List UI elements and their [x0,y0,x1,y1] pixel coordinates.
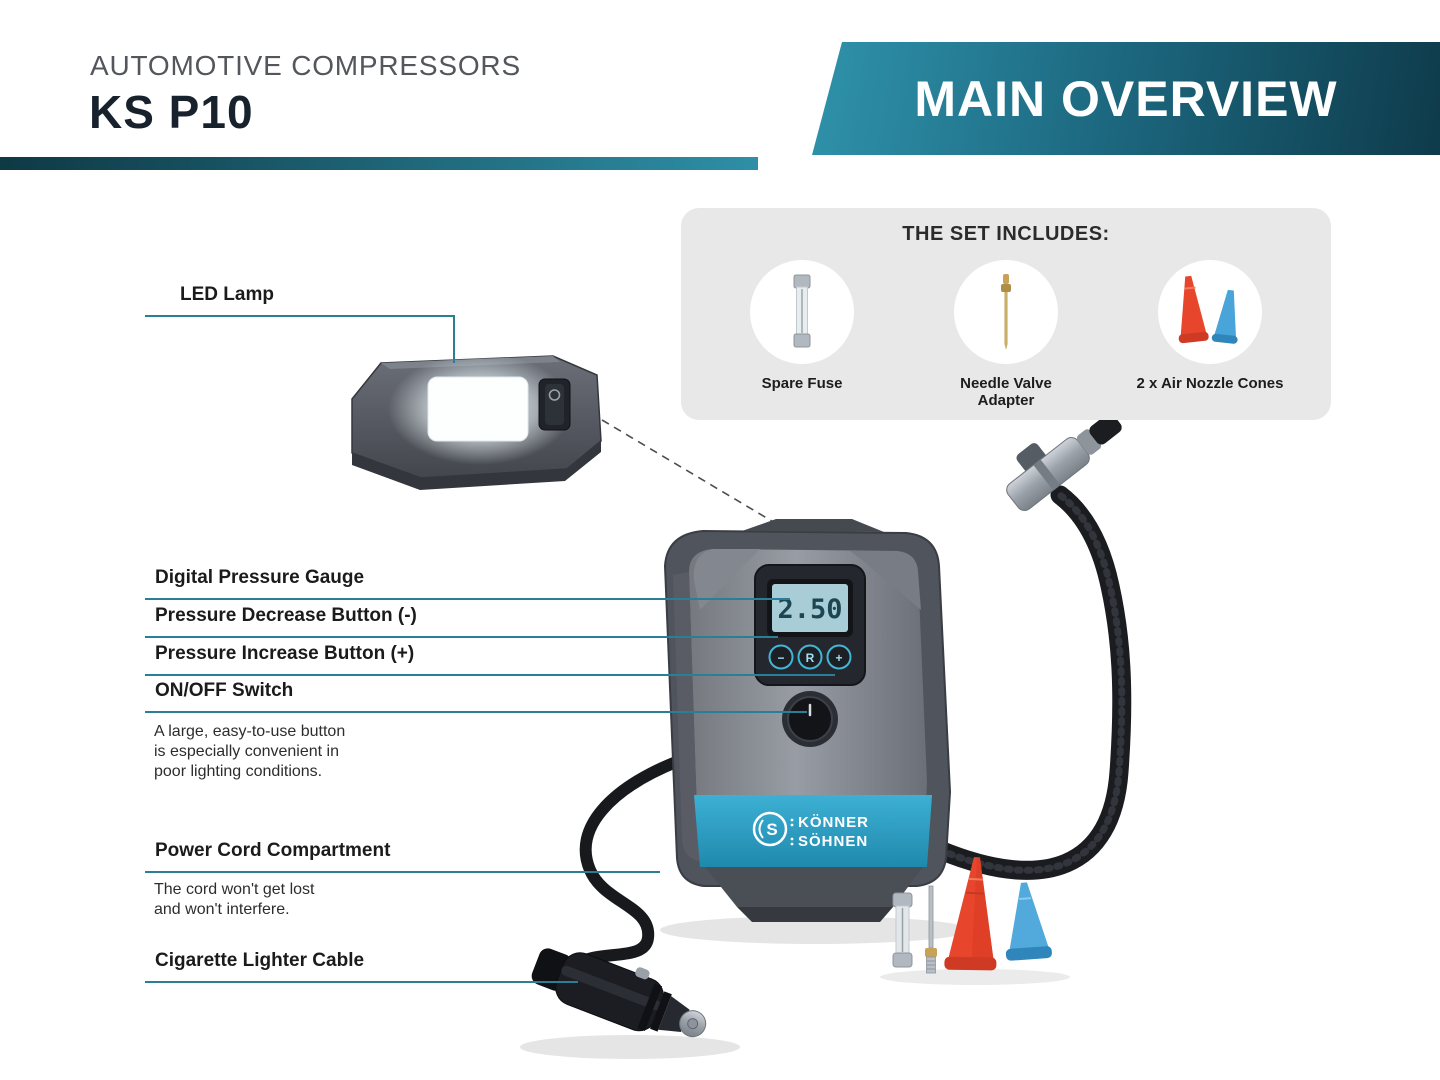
svg-text:R: R [806,651,815,665]
needle-valve-circle [954,260,1058,364]
led-panel [427,376,529,442]
callout-pressure-increase: Pressure Increase Button (+) [145,643,835,676]
callout-pressure-decrease-label: Pressure Decrease Button (-) [155,605,417,626]
svg-text:+: + [835,651,842,665]
lamp-location-dashed-line [601,419,798,537]
set-includes-title: THE SET INCLUDES: [902,223,1110,245]
pressure-decrease-button: − [768,644,794,670]
callout-power-cord-label: Power Cord Compartment [155,840,391,861]
on-off-switch-description: A large, easy-to-use button is especiall… [154,723,346,781]
blue-cone-illustration [1005,882,1052,961]
plug-shadow [520,1035,740,1059]
set-item-label: 2 x Air Nozzle Cones [1136,375,1284,392]
banner-title: MAIN OVERVIEW [914,70,1338,127]
power-cord-description: The cord won't get lost and won't interf… [154,881,315,919]
pressure-gauge-console: 2.50 − R + [754,564,866,686]
category-title: AUTOMOTIVE COMPRESSORS [90,50,521,81]
callout-led-lamp: LED Lamp [145,284,455,317]
header-divider-bar [0,157,758,170]
on-off-button [782,691,838,747]
set-item-spare-fuse: Spare Fuse [713,260,891,410]
cigarette-plug-illustration [531,948,707,1038]
page-title: KS P10 [89,86,254,138]
callout-on-off-switch-label: ON/OFF Switch [155,680,294,701]
nozzle-cones-circle [1158,260,1262,364]
callout-cigarette-lighter: Cigarette Lighter Cable [145,950,578,983]
callout-pressure-decrease: Pressure Decrease Button (-) [145,605,778,638]
set-item-needle-valve: Needle Valve Adapter [917,260,1095,410]
set-includes-items: Spare Fuse Needle Valve Adapter [681,246,1331,410]
callout-power-cord: Power Cord Compartment [145,840,660,873]
needle-valve-icon [1001,274,1011,350]
air-hose-illustration [930,485,1132,880]
led-lamp-illustration [351,353,602,490]
accessories-shadow [880,969,1070,985]
brand-line1: KÖNNER [798,814,869,831]
svg-text:−: − [777,651,784,665]
lcd-screen [772,584,848,632]
set-item-nozzle-cones: 2 x Air Nozzle Cones [1121,260,1299,410]
power-cord-illustration [568,756,682,972]
spare-fuse-circle [750,260,854,364]
spare-fuse-illustration [892,892,913,968]
red-cone-illustration [944,857,997,971]
fuse-icon [793,274,811,348]
set-includes-panel: THE SET INCLUDES: Spare Fuse [681,208,1331,420]
set-item-label: Needle Valve Adapter [960,375,1052,410]
unit-shadow [660,916,970,944]
main-overview-banner: MAIN OVERVIEW [812,42,1440,155]
lamp-switch [538,378,571,431]
callout-led-lamp-label: LED Lamp [180,284,274,305]
brand-band: S KÖNNER SÖHNEN [694,795,932,867]
air-nozzle-cones-icon [1178,275,1238,344]
pressure-increase-button: + [826,644,852,670]
hose-chuck-illustration [1006,413,1122,511]
svg-text:S: S [766,820,777,839]
callout-cigarette-lighter-label: Cigarette Lighter Cable [155,950,365,971]
compressor-illustration: 2.50 − R + S [663,519,952,922]
callout-pressure-increase-label: Pressure Increase Button (+) [155,643,415,664]
callout-led-lamp-connector [453,317,455,363]
brand-line2: SÖHNEN [798,833,868,850]
reset-button: R [797,644,823,670]
callout-pressure-gauge: Digital Pressure Gauge [145,567,790,600]
callout-pressure-gauge-label: Digital Pressure Gauge [155,567,365,588]
brand-logo: S KÖNNER SÖHNEN [752,811,869,850]
set-item-label: Spare Fuse [761,375,843,392]
callout-on-off-switch: ON/OFF Switch [145,680,807,713]
needle-valve-illustration [925,885,937,974]
